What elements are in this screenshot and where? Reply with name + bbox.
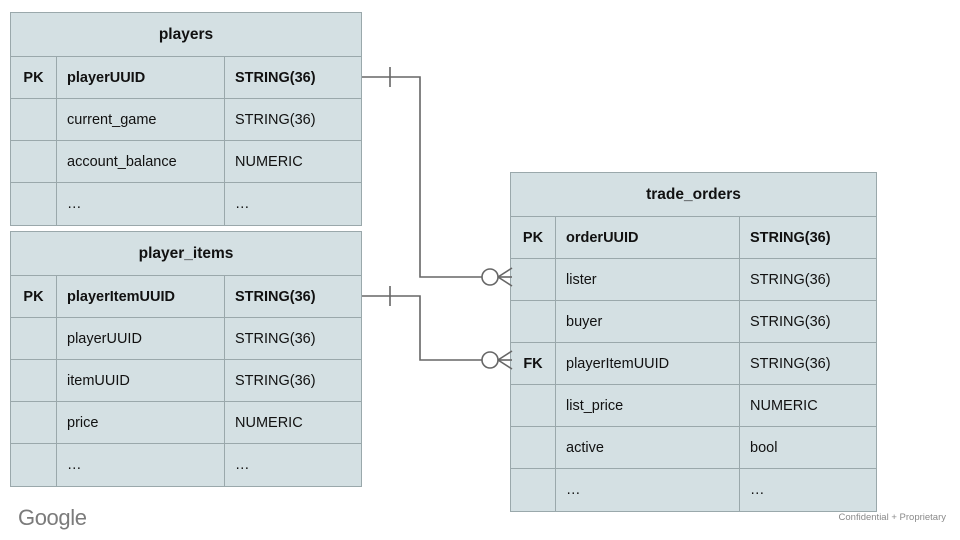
row-key	[511, 301, 556, 342]
row-type: STRING(36)	[750, 355, 831, 372]
row-key	[511, 385, 556, 426]
row-name: playerUUID	[57, 57, 225, 98]
row-key	[11, 360, 57, 401]
row-name: playerItemUUID	[57, 276, 225, 317]
row-type: STRING(36)	[235, 111, 316, 128]
table-row[interactable]: playerUUID STRING(36)	[11, 318, 361, 360]
row-key	[11, 99, 57, 140]
table-row[interactable]: … …	[11, 444, 361, 486]
table-row[interactable]: PK playerUUID STRING(36)	[11, 57, 361, 99]
table-row[interactable]: … …	[11, 183, 361, 225]
table-row[interactable]: lister STRING(36)	[511, 259, 876, 301]
row-key: PK	[511, 217, 556, 258]
entity-title-trade-orders: trade_orders	[511, 173, 876, 217]
entity-title-players: players	[11, 13, 361, 57]
table-row[interactable]: active bool	[511, 427, 876, 469]
row-type: …	[235, 457, 250, 473]
row-key	[511, 427, 556, 468]
table-row[interactable]: FK playerItemUUID STRING(36)	[511, 343, 876, 385]
row-name: playerUUID	[57, 318, 225, 359]
table-row[interactable]: list_price NUMERIC	[511, 385, 876, 427]
row-name: account_balance	[57, 141, 225, 182]
row-name: price	[57, 402, 225, 443]
table-row[interactable]: PK playerItemUUID STRING(36)	[11, 276, 361, 318]
row-key	[11, 444, 57, 486]
cardinality-zero-circle	[481, 351, 499, 369]
row-type: STRING(36)	[750, 313, 831, 330]
entity-title-player-items: player_items	[11, 232, 361, 276]
row-key	[11, 183, 57, 225]
row-key	[511, 469, 556, 511]
row-type: STRING(36)	[235, 330, 316, 347]
row-key	[11, 141, 57, 182]
row-type: STRING(36)	[235, 69, 316, 86]
row-key: PK	[11, 57, 57, 98]
row-name: current_game	[57, 99, 225, 140]
cardinality-zero-circle	[481, 268, 499, 286]
row-name: active	[556, 427, 740, 468]
row-type: bool	[750, 439, 778, 456]
row-type: STRING(36)	[750, 229, 831, 246]
row-type: …	[750, 482, 765, 498]
row-type: STRING(36)	[750, 271, 831, 288]
row-type: STRING(36)	[235, 288, 316, 305]
table-row[interactable]: price NUMERIC	[11, 402, 361, 444]
entity-trade-orders[interactable]: trade_orders PK orderUUID STRING(36) lis…	[510, 172, 877, 512]
row-type: …	[235, 196, 250, 212]
entity-player-items[interactable]: player_items PK playerItemUUID STRING(36…	[10, 231, 362, 487]
table-row[interactable]: current_game STRING(36)	[11, 99, 361, 141]
table-row[interactable]: itemUUID STRING(36)	[11, 360, 361, 402]
row-name: playerItemUUID	[556, 343, 740, 384]
table-row[interactable]: PK orderUUID STRING(36)	[511, 217, 876, 259]
row-type: STRING(36)	[235, 372, 316, 389]
row-key: FK	[511, 343, 556, 384]
relationship-players-trade-orders[interactable]	[362, 67, 513, 287]
row-name: lister	[556, 259, 740, 300]
entity-players[interactable]: players PK playerUUID STRING(36) current…	[10, 12, 362, 226]
table-row[interactable]: account_balance NUMERIC	[11, 141, 361, 183]
row-type: NUMERIC	[235, 153, 303, 170]
row-key	[511, 259, 556, 300]
row-name: …	[556, 469, 740, 511]
row-key	[11, 318, 57, 359]
row-type: NUMERIC	[750, 397, 818, 414]
google-logo: Google	[18, 505, 87, 530]
row-name: …	[57, 183, 225, 225]
confidentiality-notice: Confidential + Proprietary	[838, 512, 946, 523]
relationship-player-items-trade-orders[interactable]	[362, 286, 513, 370]
row-name: itemUUID	[57, 360, 225, 401]
row-name: buyer	[556, 301, 740, 342]
row-name: orderUUID	[556, 217, 740, 258]
row-type: NUMERIC	[235, 414, 303, 431]
row-name: list_price	[556, 385, 740, 426]
row-key	[11, 402, 57, 443]
row-key: PK	[11, 276, 57, 317]
row-name: …	[57, 444, 225, 486]
table-row[interactable]: … …	[511, 469, 876, 511]
table-row[interactable]: buyer STRING(36)	[511, 301, 876, 343]
